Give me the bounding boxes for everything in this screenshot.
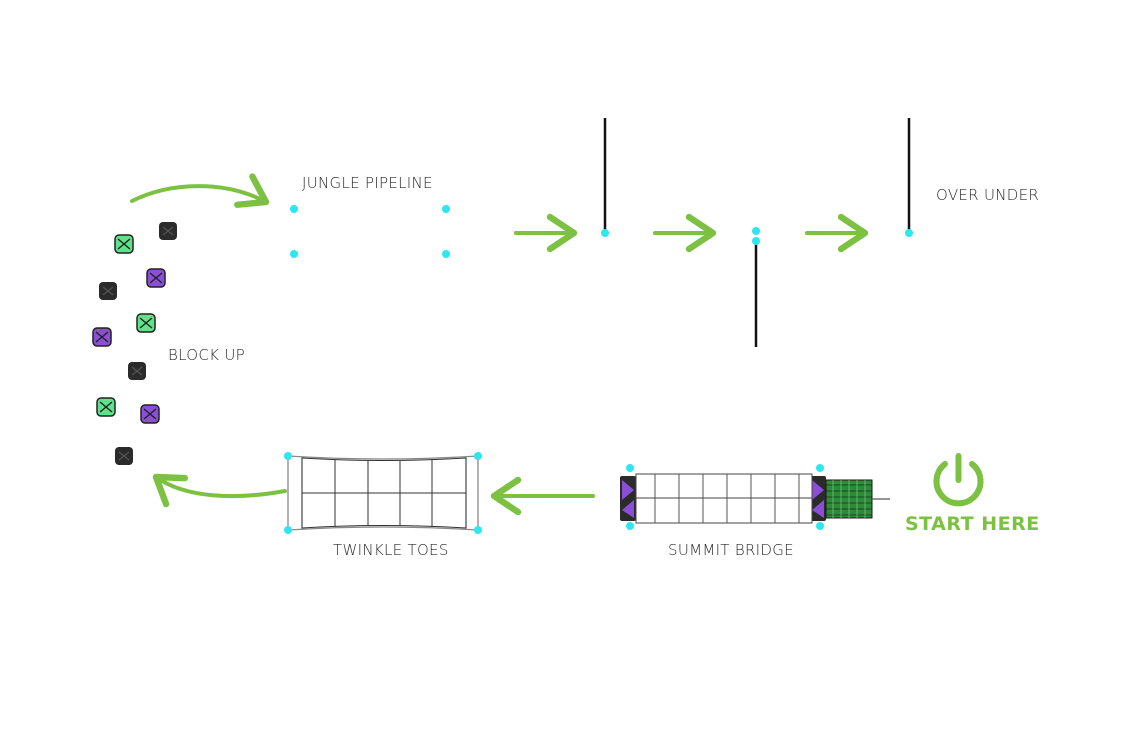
block-purple <box>92 327 112 347</box>
block-green <box>114 234 134 254</box>
twinkle-toes-station <box>284 452 482 534</box>
anchor-node <box>816 464 824 472</box>
block-up-station <box>92 222 177 465</box>
block-dark <box>115 447 133 465</box>
jungle-pipeline-station <box>290 205 450 258</box>
anchor-node <box>442 250 450 258</box>
over-under-label: OVER UNDER <box>936 186 1040 204</box>
anchor-node <box>816 522 824 530</box>
block-dark <box>159 222 177 240</box>
over-under-station <box>601 116 913 347</box>
jungle-pipeline-label: JUNGLE PIPELINE <box>302 174 433 192</box>
anchor-node <box>601 229 609 237</box>
anchor-node <box>290 250 298 258</box>
block-dark <box>99 282 117 300</box>
anchor-node <box>752 237 760 245</box>
block-green <box>96 397 116 417</box>
anchor-node <box>626 464 634 472</box>
anchor-node <box>290 205 298 213</box>
anchor-node <box>474 526 482 534</box>
start-here-label: START HERE <box>905 513 1040 535</box>
block-green <box>136 313 156 333</box>
anchor-node <box>474 452 482 460</box>
anchor-node <box>752 227 760 235</box>
anchor-node <box>442 205 450 213</box>
power-icon <box>933 453 984 507</box>
summit-bridge-station <box>620 464 890 530</box>
flow-arrow <box>130 173 270 208</box>
block-purple <box>146 268 166 288</box>
summit-bridge-label: SUMMIT BRIDGE <box>668 541 794 559</box>
flow-arrows <box>130 173 869 516</box>
anchor-node <box>905 229 913 237</box>
block-dark <box>128 362 146 380</box>
block-purple <box>140 404 160 424</box>
anchor-node <box>284 526 292 534</box>
anchor-node <box>626 522 634 530</box>
flow-arrow <box>152 473 287 508</box>
block-up-label: BLOCK UP <box>168 346 245 364</box>
anchor-node <box>284 452 292 460</box>
twinkle-toes-label: TWINKLE TOES <box>333 541 449 559</box>
